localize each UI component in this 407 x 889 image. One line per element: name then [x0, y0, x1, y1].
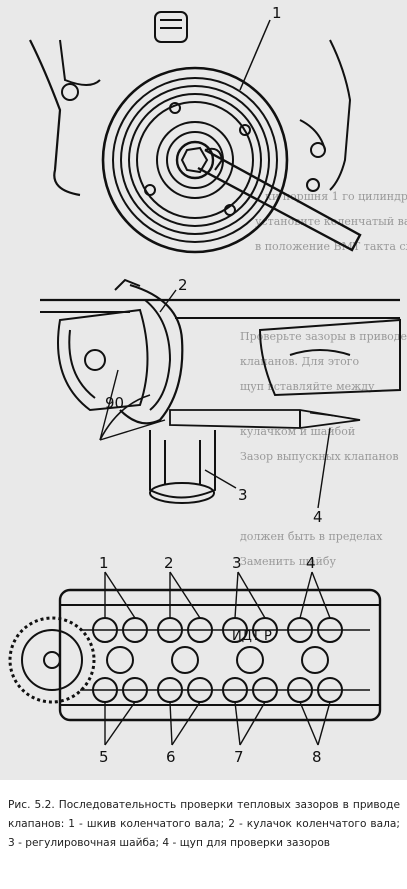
label-7: 7 [234, 748, 244, 766]
bg-line: Проверьте зазоры в приводе [240, 330, 407, 343]
bg-line: в положение ВМТ такта сжатия [255, 240, 407, 253]
bg-line: Заменить шайбу [240, 555, 336, 568]
label-1-top: 1 [272, 4, 282, 22]
bg-line: ки поршня 1 го цилиндра [265, 190, 407, 203]
background-text: ки поршня 1 го цилиндра установите колен… [240, 190, 407, 568]
label-4-top: 4 [313, 508, 323, 526]
figure-illustration: ки поршня 1 го цилиндра установите колен… [0, 0, 407, 780]
label-6: 6 [166, 748, 176, 766]
cam-panel [40, 278, 401, 509]
figure-caption: Рис. 5.2. Последовательность проверки те… [8, 799, 400, 849]
pulley-panel [29, 11, 362, 254]
bg-line: кулачком и шайбой [240, 425, 355, 438]
label-3-head: 3 [232, 554, 242, 572]
label-3-top: 3 [238, 486, 248, 504]
label-2-top: 2 [178, 276, 188, 294]
bg-line: клапанов. Для этого [240, 355, 359, 368]
label-1-head: 1 [99, 554, 109, 572]
label-angle-90: 90 [105, 394, 124, 412]
label-4-head: 4 [306, 554, 316, 572]
valve-clearance-drawing: ки поршня 1 го цилиндра установите колен… [8, 4, 407, 766]
bg-line: установите коленчатый вал [255, 215, 407, 228]
bg-line: Зазор выпускных клапанов [240, 450, 399, 463]
label-5: 5 [99, 748, 109, 766]
head-engraving: ИДТ Р [232, 629, 272, 644]
label-8: 8 [312, 748, 322, 766]
label-2-head: 2 [164, 554, 174, 572]
cylinder-head-panel [8, 571, 382, 746]
bg-line: должен быть в пределах [240, 530, 383, 543]
